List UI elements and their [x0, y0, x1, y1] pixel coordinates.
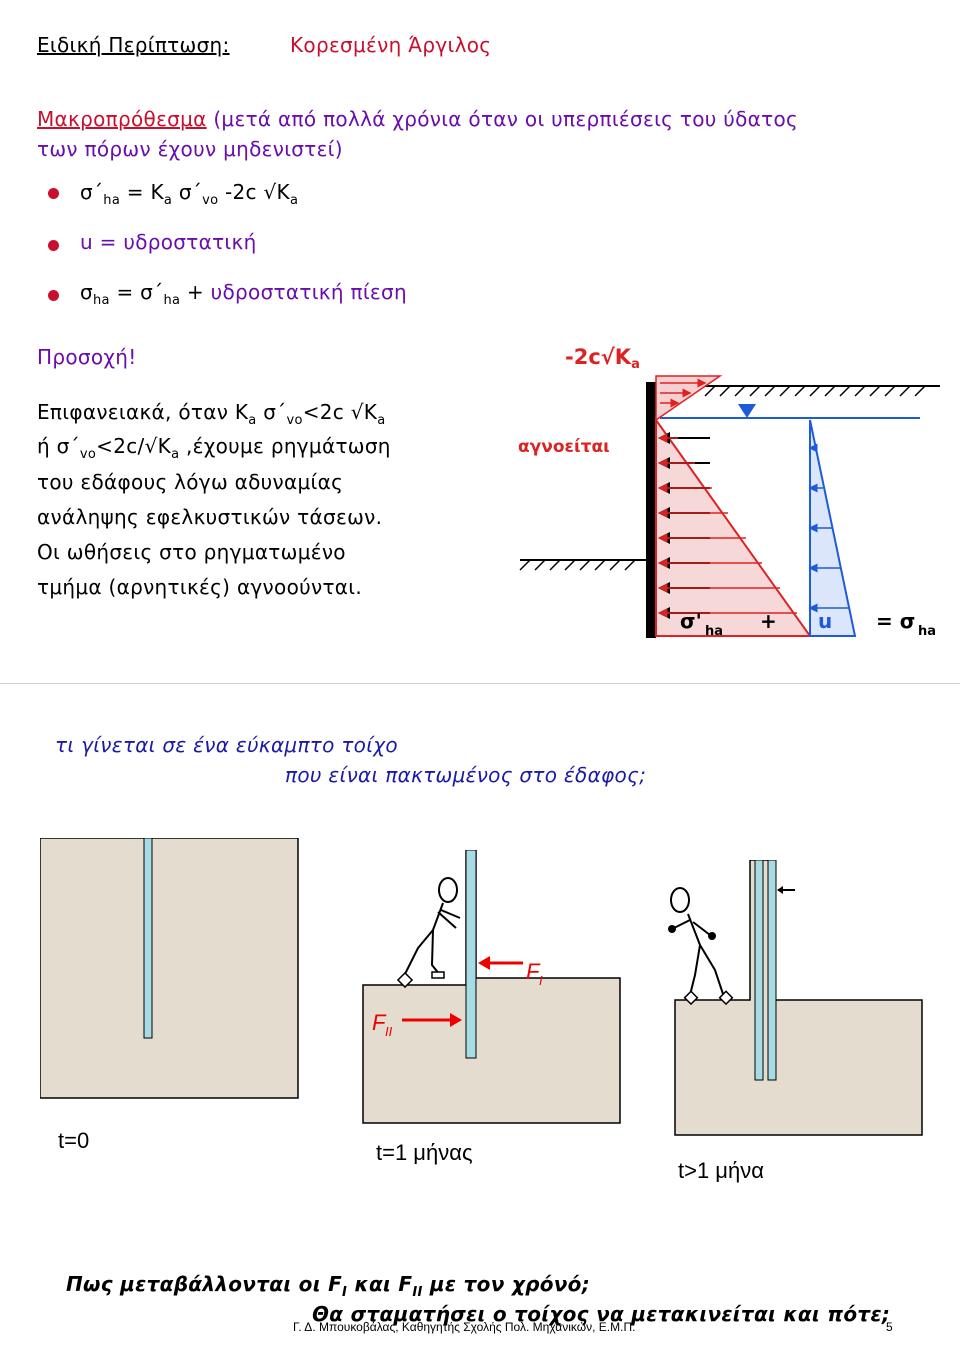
para-line-5: Οι ωθήσεις στο ρηγματωμένο — [37, 540, 346, 564]
svg-text:ha: ha — [705, 624, 723, 639]
question-line-2: που είναι πακτωμένος στο έδαφος; — [285, 763, 647, 787]
bullet-3: σha = σ΄ha + υδροστατική πίεση — [80, 280, 407, 308]
slide-divider — [0, 683, 960, 684]
attention-text: Προσοχή! — [37, 345, 137, 369]
heading-topic: Κορεσμένη Άργιλος — [290, 33, 492, 57]
para-line-4: ανάληψης εφελκυστικών τάσεων. — [37, 505, 383, 529]
svg-text:σ': σ' — [680, 609, 702, 633]
svg-text:+: + — [760, 609, 777, 633]
panel-t1: F I F II — [362, 850, 621, 1124]
long-term-line-1: Μακροπρόθεσμα (μετά από πολλά χρόνια ότα… — [37, 107, 798, 131]
long-term-link: Μακροπρόθεσμα — [37, 107, 207, 131]
bullet-dot — [48, 188, 59, 199]
para-line-2: ή σ΄vo<2c/√Ka ,έχουμε ρηγμάτωση — [37, 434, 391, 462]
bottom-question-2: Θα σταματήσει ο τοίχος να μετακινείται κ… — [312, 1302, 891, 1326]
time-label-t2: t>1 μήνα — [678, 1158, 764, 1183]
svg-text:u: u — [818, 609, 832, 633]
time-label-t1: t=1 μήνας — [376, 1140, 473, 1165]
para-line-1: Επιφανειακά, όταν Ka σ΄vo<2c √Ka — [37, 400, 386, 428]
bullet-2: u = υδροστατική — [80, 230, 257, 254]
panel-t2 — [668, 860, 923, 1136]
svg-text:II: II — [385, 1024, 393, 1039]
footer-credit: Γ. Δ. Μπουκοβάλας, Καθηγητής Σχολής Πολ.… — [293, 1320, 636, 1334]
svg-text:F: F — [372, 1010, 387, 1035]
para-line-6: τμήμα (αρνητικές) αγνοούνται. — [37, 575, 362, 599]
para-line-3: του εδάφους λόγω αδυναμίας — [37, 470, 344, 494]
svg-text:= σ: = σ — [876, 609, 915, 633]
svg-text:I: I — [539, 973, 543, 988]
long-term-text: (μετά από πολλά χρόνια όταν οι υπερπιέσε… — [206, 107, 799, 131]
bottom-question-1: Πως μεταβάλλονται οι FI και FII με τον χ… — [66, 1272, 590, 1300]
svg-text:F: F — [526, 959, 541, 984]
ignored-label: αγνοείται — [518, 437, 610, 457]
top-label: -2c√Ka — [565, 345, 640, 372]
heading-label: Ειδική Περίπτωση: — [37, 33, 230, 57]
panel-t0 — [40, 838, 299, 1099]
bullet-1: σ΄ha = Ka σ΄vo -2c √Ka — [80, 180, 299, 208]
page-number: 5 — [886, 1320, 893, 1334]
bullet-dot — [48, 240, 59, 251]
bullet-dot — [48, 290, 59, 301]
svg-text:ha: ha — [918, 624, 936, 639]
question-line-1: τι γίνεται σε ένα εύκαμπτο τοίχο — [55, 733, 398, 757]
long-term-line-2: των πόρων έχουν μηδενιστεί) — [37, 137, 343, 161]
time-label-t0: t=0 — [58, 1128, 90, 1153]
earth-pressure-diagram: -2c√Ka αγνοείται — [518, 345, 940, 639]
